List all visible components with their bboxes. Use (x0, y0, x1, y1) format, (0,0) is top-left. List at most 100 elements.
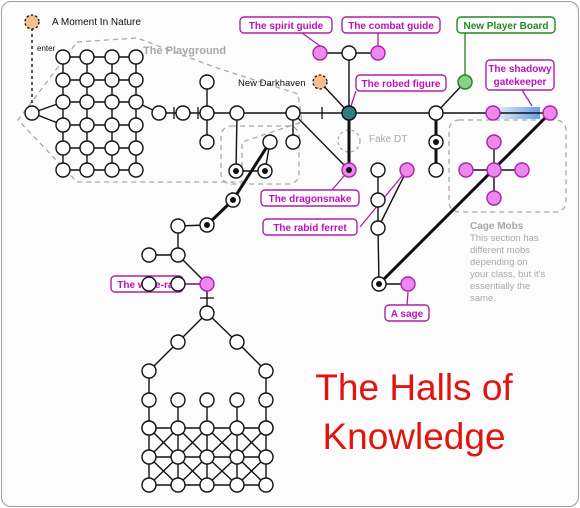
room (79, 117, 95, 133)
room (229, 105, 245, 121)
rabid-ferret-label: The rabid ferret (262, 175, 403, 236)
room (79, 94, 95, 110)
room (170, 218, 186, 234)
room (199, 392, 215, 408)
label-box (456, 16, 556, 34)
room (229, 449, 245, 465)
robed-figure-label: The robed figure (350, 74, 447, 107)
room (170, 392, 186, 408)
room (170, 276, 186, 292)
room (128, 72, 144, 88)
room (104, 94, 120, 110)
room (104, 49, 120, 65)
room (199, 134, 215, 150)
mob-room (370, 45, 386, 61)
cage-text-line-5: essentially the (470, 281, 530, 292)
portal-room (312, 74, 328, 90)
label-box (485, 59, 555, 91)
room-marker (233, 168, 239, 174)
label-text: The combat guide (348, 21, 434, 32)
label-leader (301, 32, 321, 47)
room (370, 162, 386, 178)
map-title-line-1: The Halls of (315, 367, 513, 408)
label-text: The dragonsnake (269, 194, 352, 205)
playground-zone (17, 37, 303, 183)
shadowy-gatekeeper-label: The shadowy gatekeeper (485, 59, 555, 107)
label-box (260, 189, 360, 207)
room (128, 94, 144, 110)
label-box (384, 304, 430, 322)
label-text: The robed figure (362, 79, 441, 90)
room (229, 392, 245, 408)
room (79, 162, 95, 178)
room-marker (433, 139, 439, 145)
passage (292, 112, 350, 171)
room (55, 49, 71, 65)
room (141, 247, 157, 263)
room (104, 140, 120, 156)
label-box (239, 16, 333, 34)
enter-label: enter (37, 44, 56, 53)
room (24, 105, 40, 121)
room (199, 477, 215, 493)
new-darkhaven-label: New Darkhaven (238, 78, 306, 89)
rooms (24, 14, 558, 493)
label-leader (350, 90, 357, 107)
room (199, 305, 215, 321)
room (285, 105, 301, 121)
room (258, 363, 274, 379)
room-marker (262, 168, 268, 174)
room-marker (376, 281, 382, 287)
room (170, 420, 186, 436)
room (262, 134, 278, 150)
mob-room (486, 134, 502, 150)
room (151, 105, 167, 121)
room (199, 105, 215, 121)
passage (235, 112, 238, 172)
label-text: gatekeeper (494, 77, 547, 88)
cage-text-line-6: same. (470, 293, 496, 304)
room (285, 134, 301, 150)
label-text: The shadowy (488, 64, 552, 75)
room (370, 192, 386, 208)
room (258, 392, 274, 408)
room (258, 449, 274, 465)
cage-zone (448, 119, 567, 213)
room (258, 477, 274, 493)
room (175, 105, 191, 121)
mob-room (485, 105, 501, 121)
passage (377, 227, 380, 285)
label-text: The spirit guide (249, 21, 324, 32)
room (229, 477, 245, 493)
room (141, 449, 157, 465)
cage-text-line-2: different mobs (470, 245, 530, 256)
room (199, 420, 215, 436)
room (55, 72, 71, 88)
room (55, 140, 71, 156)
mob-room (399, 162, 415, 178)
combat-guide-label: The combat guide (341, 16, 441, 46)
cage-title: Cage Mobs (470, 221, 524, 232)
spirit-guide-label: The spirit guide (239, 16, 333, 47)
label-text: The rabid ferret (273, 223, 347, 234)
passage (231, 141, 272, 201)
room (55, 162, 71, 178)
mob-room (542, 105, 558, 121)
room-marker (346, 167, 352, 173)
label-text: A sage (391, 309, 424, 320)
room (55, 94, 71, 110)
room (141, 392, 157, 408)
cage-text-line-1: This section has (470, 233, 539, 244)
room (141, 276, 157, 292)
room (79, 72, 95, 88)
room (428, 105, 444, 121)
room (104, 162, 120, 178)
board-room (457, 74, 473, 90)
label-text: New Player Board (463, 21, 548, 32)
sage-label: A sage (384, 291, 430, 322)
label-leader (521, 89, 533, 107)
label-box (262, 218, 358, 236)
cage-text-line-3: depending on (470, 257, 528, 268)
